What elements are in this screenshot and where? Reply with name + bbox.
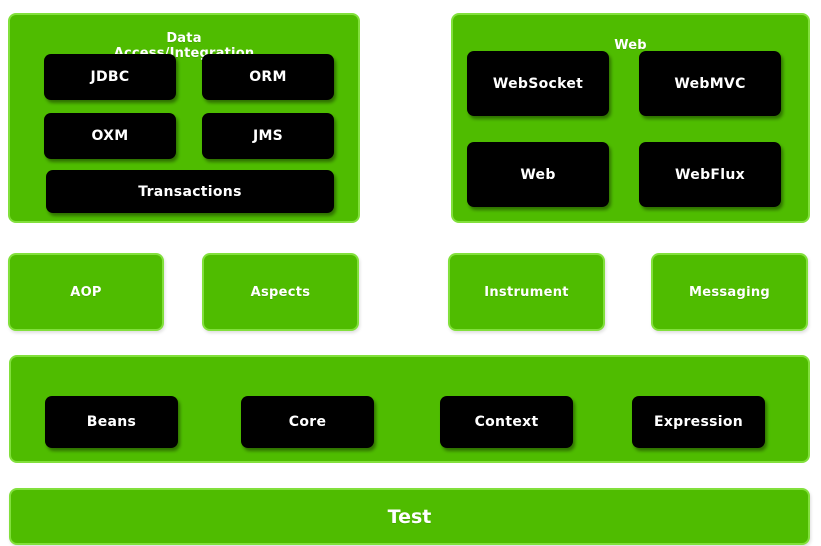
layer-test[interactable]: Test bbox=[9, 488, 810, 545]
module-orm[interactable]: ORM bbox=[202, 54, 334, 100]
module-oxm[interactable]: OXM bbox=[44, 113, 176, 159]
module-web[interactable]: Web bbox=[467, 142, 609, 207]
module-expression[interactable]: Expression bbox=[632, 396, 765, 448]
module-aspects[interactable]: Aspects bbox=[202, 253, 359, 331]
module-instrument[interactable]: Instrument bbox=[448, 253, 605, 331]
module-aop[interactable]: AOP bbox=[8, 253, 164, 331]
module-core[interactable]: Core bbox=[241, 396, 374, 448]
module-jdbc[interactable]: JDBC bbox=[44, 54, 176, 100]
module-messaging[interactable]: Messaging bbox=[651, 253, 808, 331]
module-websocket[interactable]: WebSocket bbox=[467, 51, 609, 116]
module-beans[interactable]: Beans bbox=[45, 396, 178, 448]
module-transactions[interactable]: Transactions bbox=[46, 170, 334, 213]
module-jms[interactable]: JMS bbox=[202, 113, 334, 159]
panel-web-title: Web bbox=[614, 38, 647, 53]
module-webflux[interactable]: WebFlux bbox=[639, 142, 781, 207]
module-context[interactable]: Context bbox=[440, 396, 573, 448]
module-webmvc[interactable]: WebMVC bbox=[639, 51, 781, 116]
